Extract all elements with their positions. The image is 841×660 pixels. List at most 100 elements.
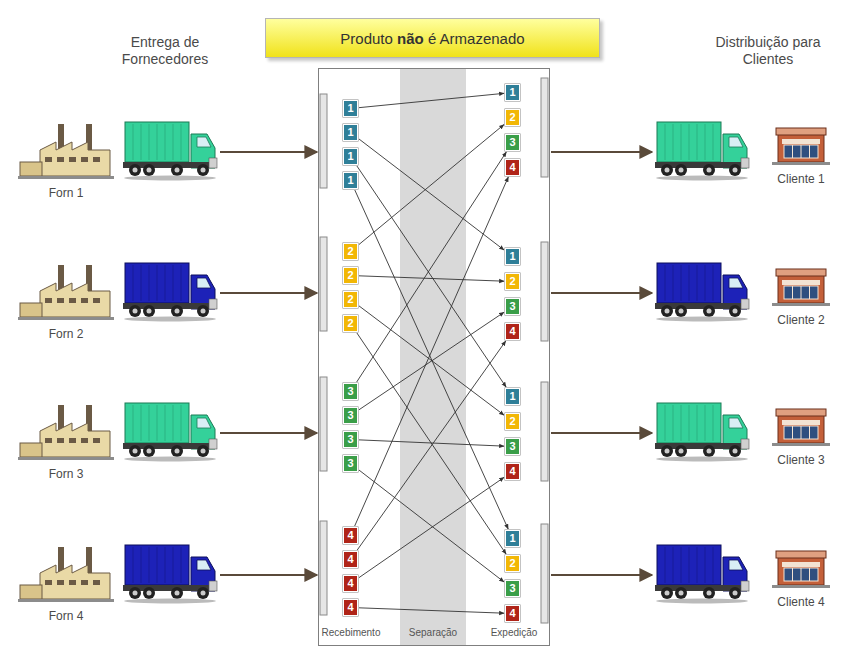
container-rib bbox=[665, 405, 666, 441]
window-bar bbox=[792, 426, 793, 439]
container-rib bbox=[681, 547, 682, 583]
window bbox=[45, 580, 52, 585]
container-rib bbox=[705, 124, 706, 160]
factory-annex bbox=[20, 303, 42, 317]
hub bbox=[733, 591, 738, 596]
wheel bbox=[729, 587, 741, 599]
hub bbox=[665, 591, 670, 596]
product-number: 1 bbox=[509, 391, 515, 402]
store-icon bbox=[772, 269, 830, 306]
cab-window bbox=[729, 418, 743, 428]
hub bbox=[147, 449, 152, 454]
cab-window bbox=[197, 278, 211, 288]
container-rib bbox=[665, 124, 666, 160]
container-rib bbox=[173, 405, 174, 441]
wheel bbox=[197, 305, 209, 317]
store-awning bbox=[782, 562, 820, 567]
window bbox=[57, 580, 64, 585]
truck-shadow bbox=[656, 599, 748, 604]
factory-annex bbox=[20, 443, 42, 457]
container-rib bbox=[681, 124, 682, 160]
product-square: 4 bbox=[343, 575, 358, 592]
flow-connector bbox=[357, 341, 506, 550]
window bbox=[93, 438, 100, 443]
flow-connector bbox=[359, 306, 504, 415]
container-rib bbox=[181, 124, 182, 160]
factory-body bbox=[40, 142, 110, 176]
wheel bbox=[129, 445, 141, 457]
product-square: 3 bbox=[505, 298, 520, 315]
product-square: 2 bbox=[505, 273, 520, 290]
container-rib bbox=[157, 405, 158, 441]
window bbox=[57, 298, 64, 303]
container-rib bbox=[713, 547, 714, 583]
product-square: 1 bbox=[343, 148, 358, 165]
factory-icon bbox=[18, 405, 114, 460]
flow-connector bbox=[359, 470, 504, 582]
product-number: 2 bbox=[347, 294, 353, 305]
factory-body bbox=[40, 283, 110, 317]
container-rib bbox=[681, 265, 682, 301]
window-bar bbox=[809, 145, 810, 158]
product-square: 3 bbox=[343, 455, 358, 472]
hub bbox=[679, 449, 684, 454]
store-roof bbox=[776, 551, 826, 558]
flow-connector bbox=[357, 333, 506, 554]
flow-arrow bbox=[220, 292, 317, 294]
ground bbox=[772, 585, 830, 588]
window-bar bbox=[801, 145, 802, 158]
flow-arrow bbox=[551, 151, 652, 153]
truck-container bbox=[125, 122, 189, 162]
product-square: 2 bbox=[505, 555, 520, 572]
product-number: 3 bbox=[347, 434, 353, 445]
product-square: 4 bbox=[343, 527, 358, 544]
product-square: 3 bbox=[505, 134, 520, 151]
product-number: 2 bbox=[347, 270, 353, 281]
product-square: 4 bbox=[505, 323, 520, 340]
product-number: 2 bbox=[347, 246, 353, 257]
truck-shadow bbox=[124, 317, 216, 322]
container-rib bbox=[157, 265, 158, 301]
hub bbox=[133, 449, 138, 454]
store-roof bbox=[776, 269, 826, 276]
bumper bbox=[741, 158, 749, 168]
truck-container bbox=[657, 545, 721, 585]
container-rib bbox=[133, 405, 134, 441]
store-awning bbox=[782, 139, 820, 144]
store-window bbox=[784, 145, 818, 158]
container-rib bbox=[133, 124, 134, 160]
hub bbox=[147, 591, 152, 596]
factory-icon bbox=[18, 265, 114, 320]
ground bbox=[18, 599, 114, 602]
window bbox=[81, 157, 88, 162]
container-rib bbox=[141, 547, 142, 583]
product-number: 2 bbox=[509, 416, 515, 427]
window bbox=[81, 580, 88, 585]
product-square: 4 bbox=[343, 551, 358, 568]
hub bbox=[175, 309, 180, 314]
store-roof bbox=[776, 128, 826, 135]
factory-icon bbox=[18, 124, 114, 179]
hub bbox=[147, 309, 152, 314]
product-square: 3 bbox=[343, 407, 358, 424]
wheel bbox=[729, 445, 741, 457]
product-number: 4 bbox=[347, 554, 353, 565]
window bbox=[45, 298, 52, 303]
cab-window bbox=[197, 560, 211, 570]
container-rib bbox=[673, 547, 674, 583]
cab-window bbox=[197, 137, 211, 147]
store-roof bbox=[776, 409, 826, 416]
bumper bbox=[209, 158, 217, 168]
product-square: 3 bbox=[343, 383, 358, 400]
hub bbox=[679, 309, 684, 314]
product-square: 3 bbox=[505, 580, 520, 597]
bumper bbox=[209, 299, 217, 309]
container-rib bbox=[689, 265, 690, 301]
wheel bbox=[129, 164, 141, 176]
bumper bbox=[741, 439, 749, 449]
hub bbox=[733, 449, 738, 454]
dock-bar bbox=[541, 382, 548, 481]
ground bbox=[18, 457, 114, 460]
store-icon bbox=[772, 128, 830, 165]
wheel bbox=[171, 445, 183, 457]
